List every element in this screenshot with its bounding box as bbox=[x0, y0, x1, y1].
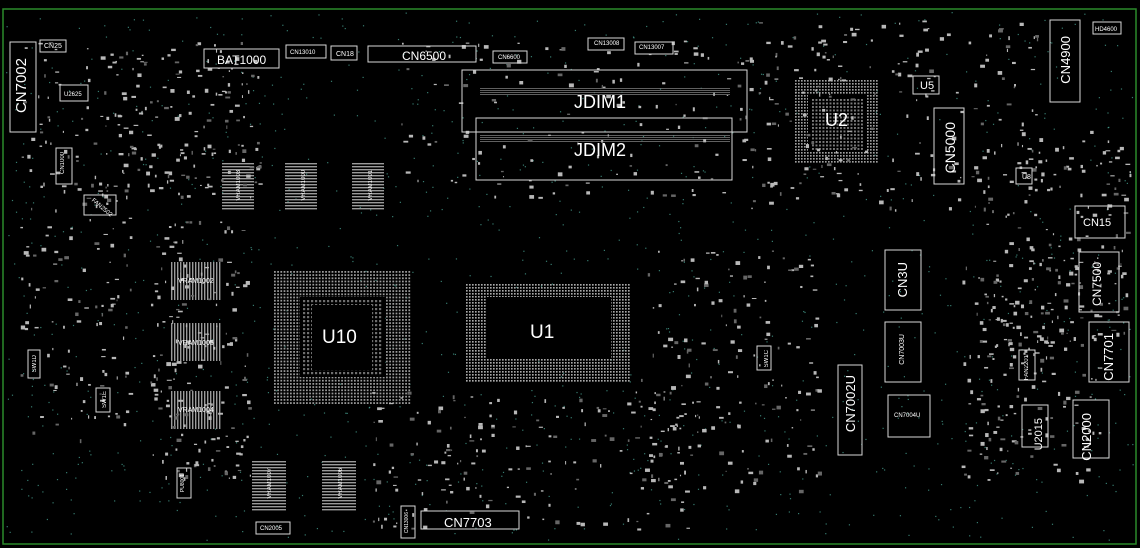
jdim2-label: JDIM2 bbox=[574, 140, 627, 160]
cn13006-label: CN13006 bbox=[404, 512, 410, 534]
u2625-label: U2625 bbox=[64, 92, 82, 98]
cn7004u-label: CN7004U bbox=[894, 413, 921, 419]
cn18-label: CN18 bbox=[336, 51, 354, 58]
pu8001-label: PU8001 bbox=[180, 474, 186, 493]
u5-label: U5 bbox=[920, 80, 935, 92]
vram1002-label: VRAM1002 bbox=[178, 278, 214, 285]
bat1000-label: BAT1000 bbox=[217, 53, 267, 67]
cn2005-label: CN2005 bbox=[260, 526, 283, 532]
cn13010-label: CN13010 bbox=[290, 50, 316, 56]
cn7002u-label: CN7002U bbox=[843, 375, 858, 433]
cn5000-label: CN5000 bbox=[942, 122, 958, 174]
hd4600-label: HD4600 bbox=[1095, 27, 1118, 33]
u1-label: U1 bbox=[530, 322, 555, 343]
cn6600-label: CN6600 bbox=[498, 55, 521, 61]
vram1005-label: VRAM1005 bbox=[178, 340, 214, 347]
pad-field bbox=[20, 20, 1132, 531]
board-outline bbox=[2, 8, 1137, 545]
fan2201-label: FAN2201 bbox=[1024, 355, 1030, 381]
cn4900-label: CN4900 bbox=[1058, 36, 1073, 84]
cn7002-label: CN7002 bbox=[13, 58, 30, 114]
u2015-label: U2015 bbox=[1033, 418, 1045, 451]
cn15-label: CN15 bbox=[1083, 217, 1112, 229]
cn3u-label: CN3U bbox=[895, 262, 910, 298]
cn7701-label: CN7701 bbox=[1101, 333, 1116, 381]
u10-label: U10 bbox=[322, 327, 357, 348]
vram1006-label: VRAM1006 bbox=[338, 468, 344, 499]
cn7003u-label: CN7003U bbox=[899, 334, 906, 365]
vram1000-label: VRAM1000 bbox=[301, 170, 307, 201]
cn2000-label: CN2000 bbox=[1079, 413, 1094, 461]
cn13008-label: CN13008 bbox=[594, 41, 620, 47]
vram1003-label: VRAM1003 bbox=[236, 170, 242, 201]
vram1007-label: VRAM1007 bbox=[267, 468, 273, 499]
sw1d-label: SW1D bbox=[32, 355, 38, 373]
cn6500-label: CN6500 bbox=[402, 49, 447, 63]
sw1e-label: SW1E bbox=[102, 391, 108, 409]
cn25-label: CN25 bbox=[44, 43, 62, 50]
vram1001-label: VRAM1001 bbox=[368, 170, 374, 201]
cn7500-label: CN7500 bbox=[1090, 262, 1104, 307]
cn7703-label: CN7703 bbox=[444, 515, 492, 530]
via-field bbox=[6, 12, 1134, 541]
sw1c-label: SW1C bbox=[764, 350, 770, 368]
component-outlines bbox=[9, 19, 1130, 539]
u2-label: U2 bbox=[825, 110, 849, 130]
cn13007-label: CN13007 bbox=[639, 45, 665, 51]
vram1004-label: VRAM1004 bbox=[178, 407, 214, 414]
u8-label: U8 bbox=[1022, 174, 1031, 181]
cn1000-label: CN1000 bbox=[60, 152, 66, 175]
jdim1-label: JDIM1 bbox=[574, 92, 627, 112]
